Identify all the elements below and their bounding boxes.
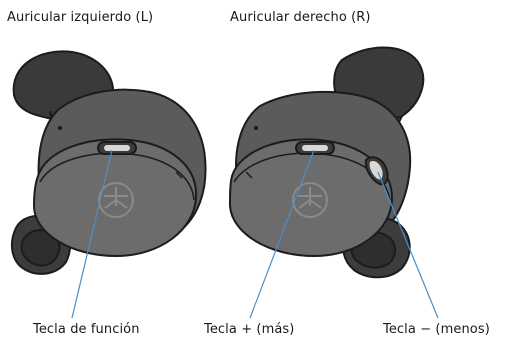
- right-logo: [292, 182, 328, 218]
- function-key-callout-line: [71, 149, 113, 319]
- left-earbud-label: Auricular izquierdo (L): [7, 10, 154, 25]
- minus-key-label: Tecla − (menos): [383, 322, 490, 337]
- left-logo: [98, 182, 134, 218]
- plus-key-label: Tecla + (más): [204, 322, 295, 337]
- function-key-label: Tecla de función: [33, 322, 140, 337]
- right-earbud: [229, 46, 425, 279]
- plus-key-callout-line: [249, 149, 315, 319]
- left-earbud: [10, 50, 207, 275]
- right-earbud-label: Auricular derecho (R): [230, 10, 371, 25]
- minus-key-callout-line: [377, 171, 439, 319]
